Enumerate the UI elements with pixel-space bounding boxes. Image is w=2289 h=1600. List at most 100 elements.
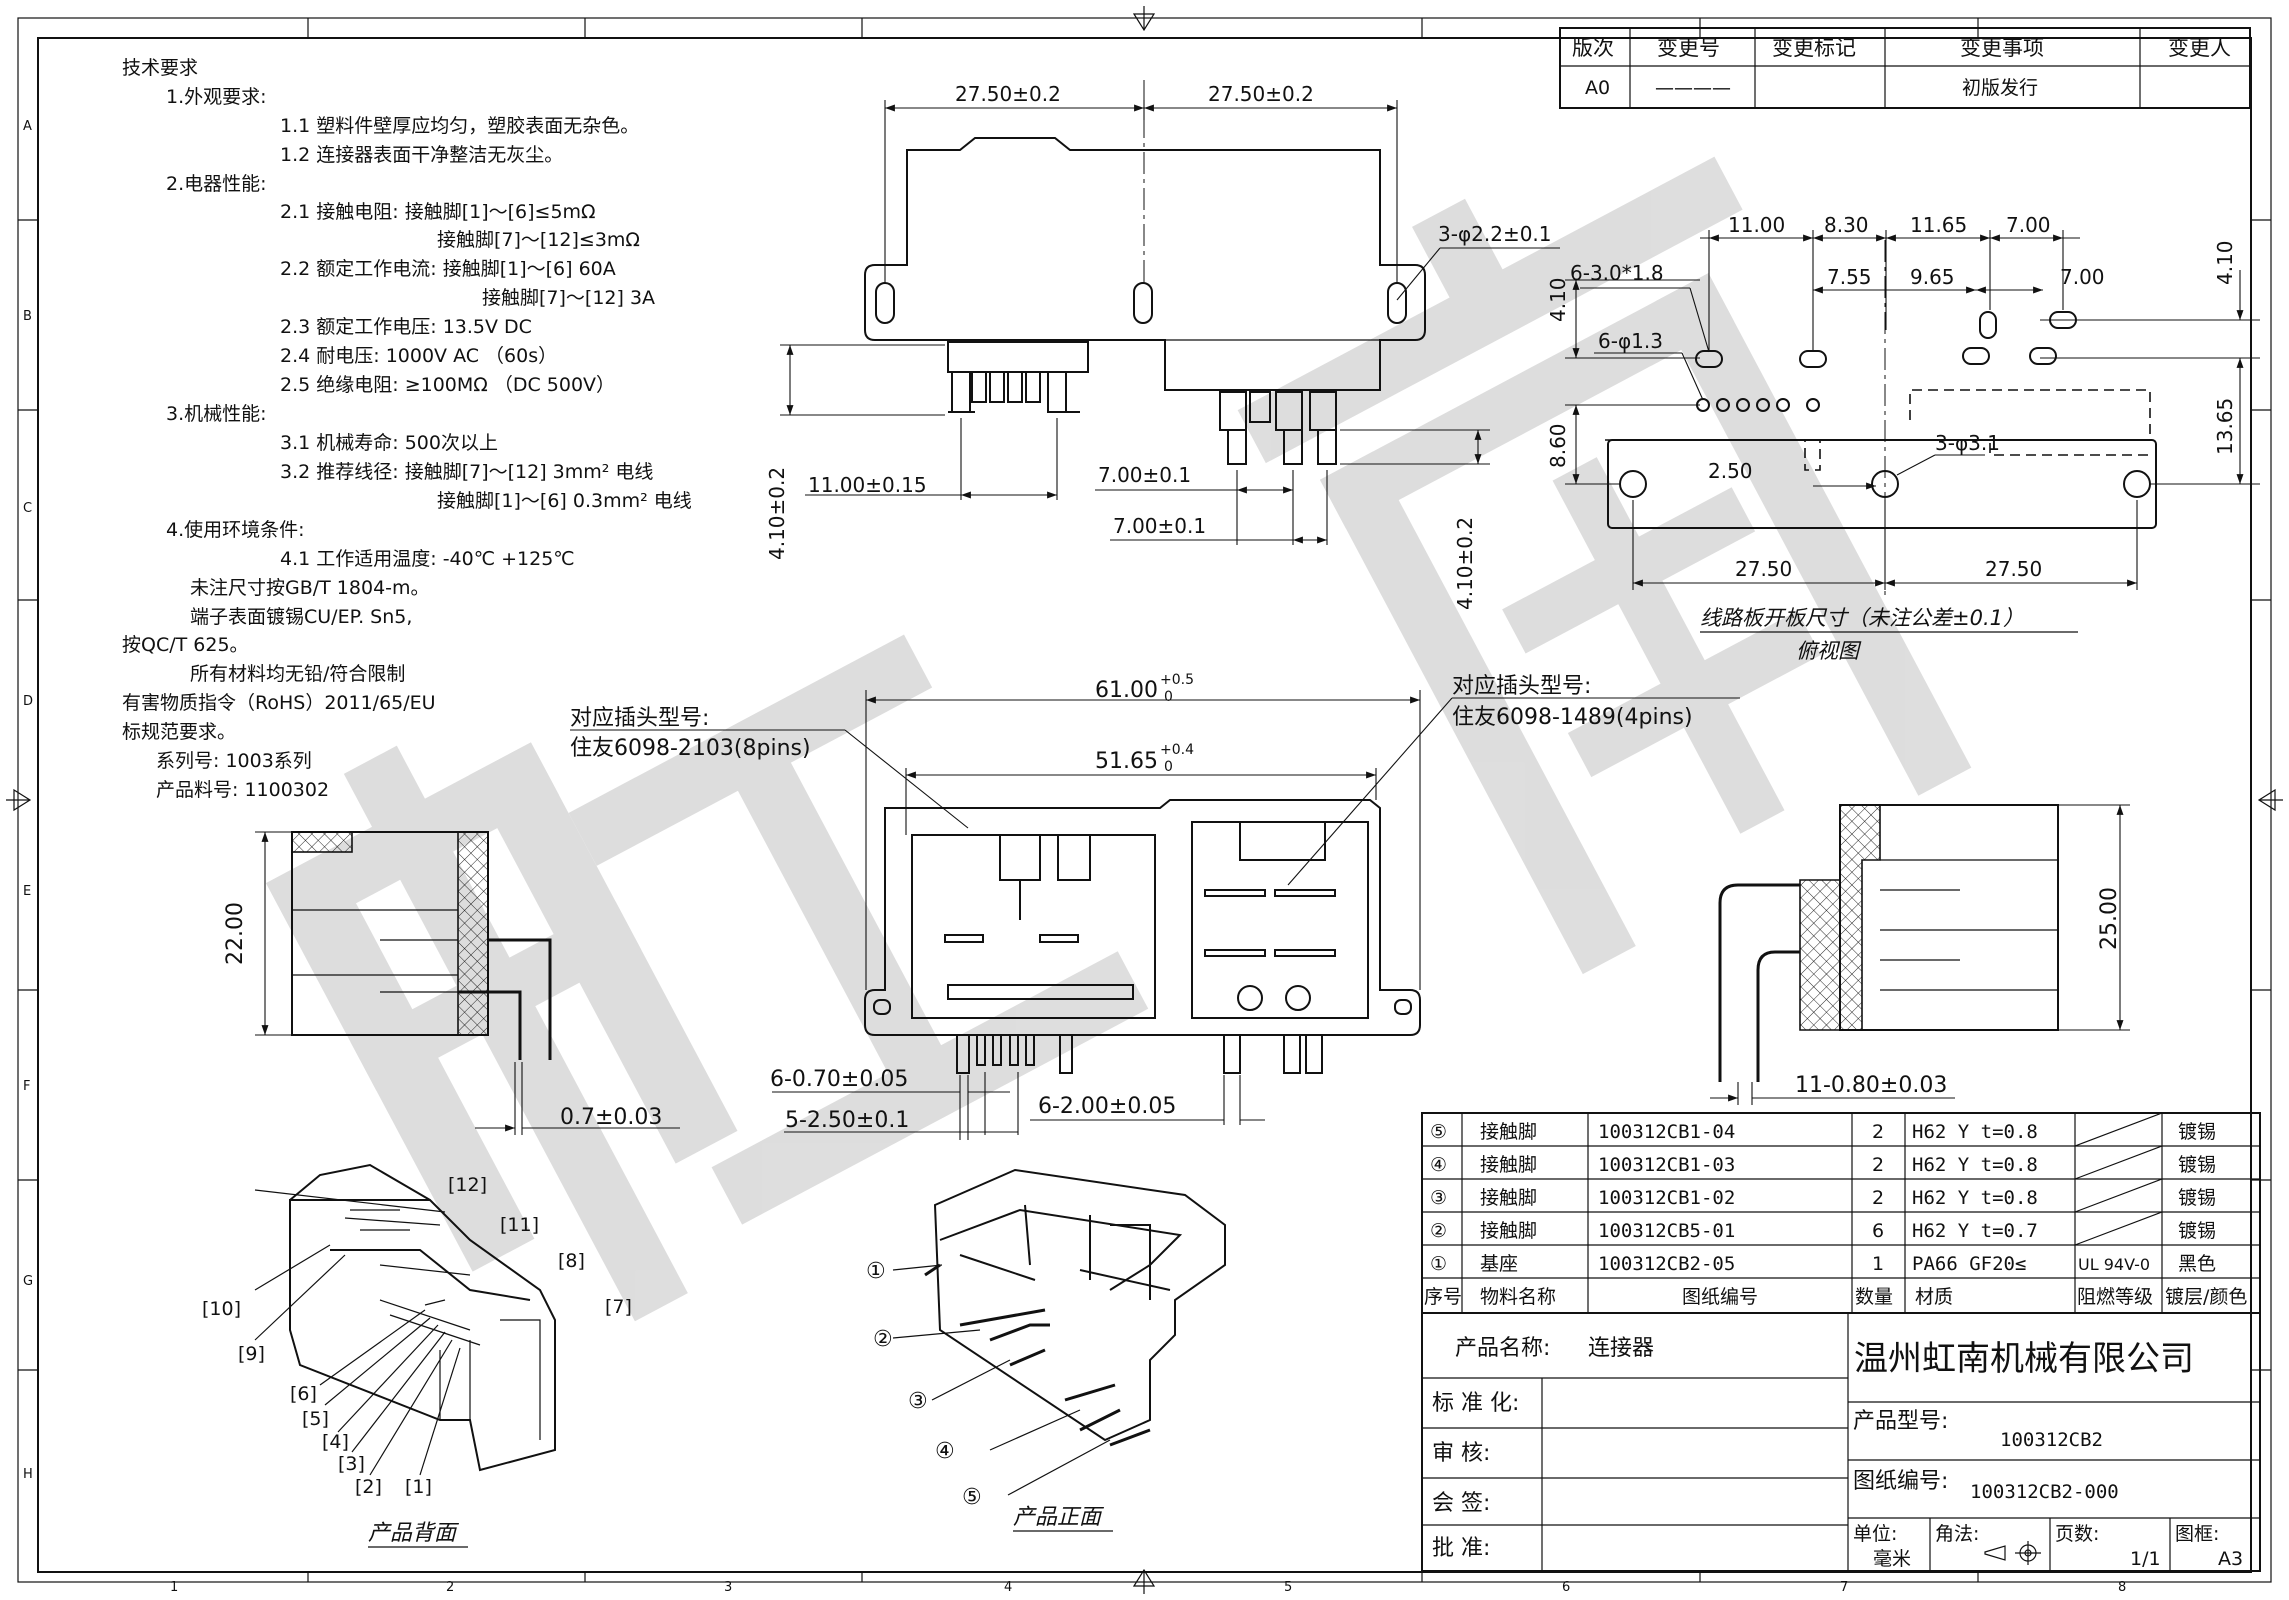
top-view: 27.50±0.2 27.50±0.2 3-φ2.2±0.1 11.00±0.1… bbox=[765, 80, 1560, 610]
tech-req-line: 4.使用环境条件: bbox=[166, 519, 305, 541]
tech-req-line: 3.1 机械寿命: 500次以上 bbox=[280, 432, 498, 454]
pcb-dim-2750b: 27.50 bbox=[1985, 557, 2042, 581]
tech-req-line: 产品料号: 1100302 bbox=[156, 779, 329, 801]
pcb-dim-410a: 4.10 bbox=[1546, 277, 1570, 322]
angle-label: 角法: bbox=[1935, 1523, 1979, 1545]
tech-req-line: 接触脚[1]～[6] 0.3mm² 电线 bbox=[437, 490, 692, 512]
rev-header-changer: 变更人 bbox=[2168, 36, 2231, 60]
grid-row-g: G bbox=[23, 1274, 33, 1289]
title-block: 产品名称: 连接器 温州虹南机械有限公司 标 准 化: 审 核: 会 签: 批 … bbox=[1421, 1312, 2261, 1572]
bom-no: ④ bbox=[1430, 1154, 1447, 1176]
tech-req-line: 2.1 接触电阻: 接触脚[1]～[6]≤5mΩ bbox=[280, 201, 596, 223]
pcb-dim-1165: 11.65 bbox=[1910, 213, 1967, 237]
back-callout-6: [6] bbox=[290, 1383, 317, 1405]
pcb-title: 线路板开板尺寸（未注公差±0.1） bbox=[1700, 606, 2024, 630]
bom-no: ③ bbox=[1430, 1187, 1447, 1209]
tech-req-line: 4.1 工作适用温度: -40℃ +125℃ bbox=[280, 548, 575, 570]
tech-req-line: 端子表面镀锡CU/EP. Sn5, bbox=[190, 606, 412, 628]
rev-header-change-mark: 变更标记 bbox=[1772, 36, 1856, 60]
bom-finish: 镀锡 bbox=[2178, 1154, 2216, 1176]
bom-drawing: 100312CB1-03 bbox=[1598, 1154, 1735, 1176]
pages-value: 1/1 bbox=[2130, 1548, 2161, 1570]
tech-req-line: 接触脚[7]～[12] 3A bbox=[482, 287, 655, 309]
tech-req-line: 2.4 耐电压: 1000V AC （60s） bbox=[280, 345, 557, 367]
grid-row-h: H bbox=[23, 1467, 33, 1482]
std-label: 标 准 化: bbox=[1432, 1391, 1519, 1416]
bom-header-qty: 数量 bbox=[1855, 1286, 1893, 1308]
bom-material: PA66 GF20≤ bbox=[1912, 1253, 2026, 1275]
pcb-slots: 6-3.0*1.8 bbox=[1570, 261, 1664, 285]
plug-right-label: 对应插头型号: bbox=[1452, 674, 1591, 699]
rev-header-change-no: 变更号 bbox=[1657, 36, 1720, 60]
back-callout-3: [3] bbox=[338, 1453, 365, 1475]
dim-inner-width-tol0: 0 bbox=[1164, 759, 1173, 775]
rev-header-change-item: 变更事项 bbox=[1960, 36, 2044, 60]
grid-row-e: E bbox=[23, 884, 31, 899]
pcb-holes-small: 6-φ1.3 bbox=[1598, 329, 1663, 353]
pages-label: 页数: bbox=[2055, 1523, 2099, 1545]
tech-req-line: 1.2 连接器表面干净整洁无灰尘。 bbox=[280, 144, 563, 166]
dim-front-width-tol: +0.5 bbox=[1160, 672, 1194, 688]
pcb-dim-700b: 7.00 bbox=[2060, 265, 2105, 289]
bom-qty: 1 bbox=[1872, 1253, 1884, 1275]
unit-label: 单位: bbox=[1853, 1523, 1897, 1545]
dim-inner-width-tol: +0.4 bbox=[1160, 742, 1194, 758]
audit-label: 审 核: bbox=[1432, 1441, 1490, 1466]
rev-header-version: 版次 bbox=[1572, 36, 1614, 60]
grid-row-a: A bbox=[23, 119, 32, 134]
dim-pin-pitch-c: 7.00±0.1 bbox=[1113, 514, 1206, 538]
front-callout-5: ⑤ bbox=[962, 1485, 982, 1510]
tech-req-line: 2.5 绝缘电阻: ≥100MΩ （DC 500V） bbox=[280, 374, 615, 396]
grid-row-c: C bbox=[23, 501, 32, 516]
bom-qty: 2 bbox=[1872, 1154, 1884, 1176]
back-callout-1: [1] bbox=[405, 1476, 432, 1498]
bom-material: H62 Y t=0.8 bbox=[1912, 1121, 2038, 1143]
bom-qty: 2 bbox=[1872, 1187, 1884, 1209]
frame-value: A3 bbox=[2218, 1548, 2243, 1570]
model-label: 产品型号: bbox=[1853, 1409, 1948, 1434]
bom-flame: UL 94V-0 bbox=[2078, 1255, 2150, 1274]
dim-front-width-tol0: 0 bbox=[1164, 689, 1173, 705]
tech-req-line: 未注尺寸按GB/T 1804-m。 bbox=[190, 577, 430, 599]
bom-no: ⑤ bbox=[1430, 1121, 1447, 1143]
left-section-view: 22.00 0.7±0.03 bbox=[223, 831, 680, 1135]
dim-height-left: 4.10±0.2 bbox=[765, 467, 789, 560]
bom-material: H62 Y t=0.8 bbox=[1912, 1187, 2038, 1209]
tech-requirements: 技术要求 1.外观要求: 1.1 塑料件壁厚应均匀，塑胶表面无杂色。 1.2 连… bbox=[122, 57, 692, 801]
back-callout-4: [4] bbox=[322, 1431, 349, 1453]
pcb-dim-965: 9.65 bbox=[1910, 265, 1955, 289]
grid-col-5: 5 bbox=[1284, 1580, 1292, 1595]
dim-holes: 3-φ2.2±0.1 bbox=[1438, 222, 1552, 246]
front-view-caption: 产品正面 bbox=[1013, 1505, 1105, 1530]
rev-version: A0 bbox=[1585, 77, 1610, 99]
tech-req-line: 3.2 推荐线径: 接触脚[7]～[12] 3mm² 电线 bbox=[280, 461, 653, 483]
bom-name: 接触脚 bbox=[1480, 1121, 1537, 1143]
bom-table: ⑤ 接触脚 100312CB1-04 2 H62 Y t=0.8 镀锡 ④ 接触… bbox=[1421, 1112, 2261, 1314]
pcb-subtitle: 俯视图 bbox=[1796, 639, 1862, 663]
dim-right-height: 25.00 bbox=[2097, 887, 2122, 950]
pcb-dim-11: 11.00 bbox=[1728, 213, 1785, 237]
tech-req-line: 所有材料均无铅/符合限制 bbox=[190, 663, 405, 685]
bom-name: 接触脚 bbox=[1480, 1187, 1537, 1209]
tech-req-line: 接触脚[7]～[12]≤3mΩ bbox=[437, 229, 640, 251]
bom-qty: 2 bbox=[1872, 1121, 1884, 1143]
model-value: 100312CB2 bbox=[2000, 1429, 2103, 1451]
bom-drawing: 100312CB2-05 bbox=[1598, 1253, 1735, 1275]
tech-req-line: 1.外观要求: bbox=[166, 86, 267, 108]
dim-height-right: 4.10±0.2 bbox=[1453, 517, 1477, 610]
bom-header-material: 材质 bbox=[1915, 1286, 1953, 1308]
grid-row-d: D bbox=[23, 694, 33, 709]
unit-value: 毫米 bbox=[1873, 1548, 1911, 1570]
plug-right-model: 住友6098-1489(4pins) bbox=[1452, 705, 1693, 730]
dim-side-offset: 0.7±0.03 bbox=[560, 1105, 662, 1130]
back-callout-9: [9] bbox=[238, 1343, 265, 1365]
bom-name: 接触脚 bbox=[1480, 1220, 1537, 1242]
bom-drawing: 100312CB1-02 bbox=[1598, 1187, 1735, 1209]
back-callout-11: [11] bbox=[500, 1214, 539, 1236]
drawing-frame: 1 2 3 4 5 6 7 8 A B C D E F G H bbox=[6, 6, 2283, 1595]
projection-icon bbox=[1984, 1541, 2041, 1565]
bom-finish: 黑色 bbox=[2178, 1253, 2216, 1275]
dim-top-right: 27.50±0.2 bbox=[1208, 82, 1314, 106]
back-callout-5: [5] bbox=[302, 1408, 329, 1430]
